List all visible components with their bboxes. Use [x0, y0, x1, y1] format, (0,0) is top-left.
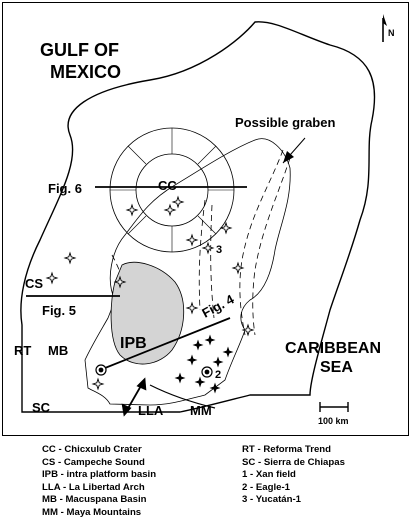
cc-label: CC: [158, 178, 177, 193]
caribbean-label-line2: SEA: [320, 359, 353, 376]
well-circle-2: [201, 366, 213, 378]
legend-item: RT - Reforma Trend: [242, 444, 332, 455]
well-2-label: 2: [215, 369, 221, 381]
legend-item: 3 - Yucatán-1: [242, 494, 302, 506]
sc-label: SC: [32, 400, 51, 415]
gulf-label-line2: MEXICO: [50, 62, 121, 82]
legend-item: MM - Maya Mountains: [42, 506, 142, 518]
fig6-label: Fig. 6: [48, 181, 82, 196]
lla-label: LLA: [138, 403, 164, 418]
legend-item: CS - Campeche Sound: [42, 456, 145, 468]
scale-label: 100 km: [318, 416, 349, 426]
gulf-label-line1: GULF OF: [40, 40, 119, 60]
legend-item: SC - Sierra de Chiapas: [242, 456, 345, 468]
possible-graben-label: Possible graben: [235, 115, 335, 130]
lla-arrow: [121, 377, 147, 417]
legend-item: IPB - intra platform basin: [42, 469, 157, 481]
fig4-label: Fig. 4: [199, 291, 237, 321]
legend: CC - Chicxulub Crater CS - Campeche Soun…: [42, 444, 412, 522]
mm-label: MM: [190, 403, 212, 418]
coastline: [84, 138, 291, 406]
north-label: N: [388, 28, 395, 38]
section-lines: [26, 186, 247, 371]
rt-label: RT: [14, 343, 31, 358]
ipb-label: IPB: [120, 335, 147, 352]
well-symbols-filled: [174, 334, 234, 394]
well-circle-1: [95, 364, 107, 376]
maya-mountains-arc: [149, 384, 216, 409]
map-canvas: GULF OF MEXICO CARIBBEAN SEA Possible gr…: [14, 14, 395, 426]
legend-right-column: RT - Reforma Trend SC - Sierra de Chiapa…: [242, 444, 345, 507]
fig4-line: [99, 317, 231, 371]
map-frame: [2, 2, 409, 436]
legend-item: 2 - Eagle-1: [242, 481, 290, 493]
chicxulub-crater: [109, 127, 235, 253]
graben-arrow: [282, 137, 306, 164]
platform-outline: [20, 21, 376, 413]
north-arrow-icon: [382, 14, 387, 42]
caribbean-label-line1: CARIBBEAN: [285, 340, 381, 357]
legend-item: MB - Macuspana Basin: [42, 494, 147, 506]
mb-label: MB: [48, 343, 68, 358]
scale-bar: [319, 402, 349, 412]
legend-item: 1 - Xan field: [242, 469, 296, 481]
legend-item: CC - Chicxulub Crater: [42, 444, 142, 455]
legend-left-column: CC - Chicxulub Crater CS - Campeche Soun…: [42, 444, 156, 520]
ipb-basin: [110, 261, 185, 365]
well-3-label: 3: [216, 244, 222, 256]
cs-label: CS: [25, 276, 43, 291]
legend-item: LLA - La Libertad Arch: [42, 481, 145, 493]
fig5-label: Fig. 5: [42, 303, 76, 318]
